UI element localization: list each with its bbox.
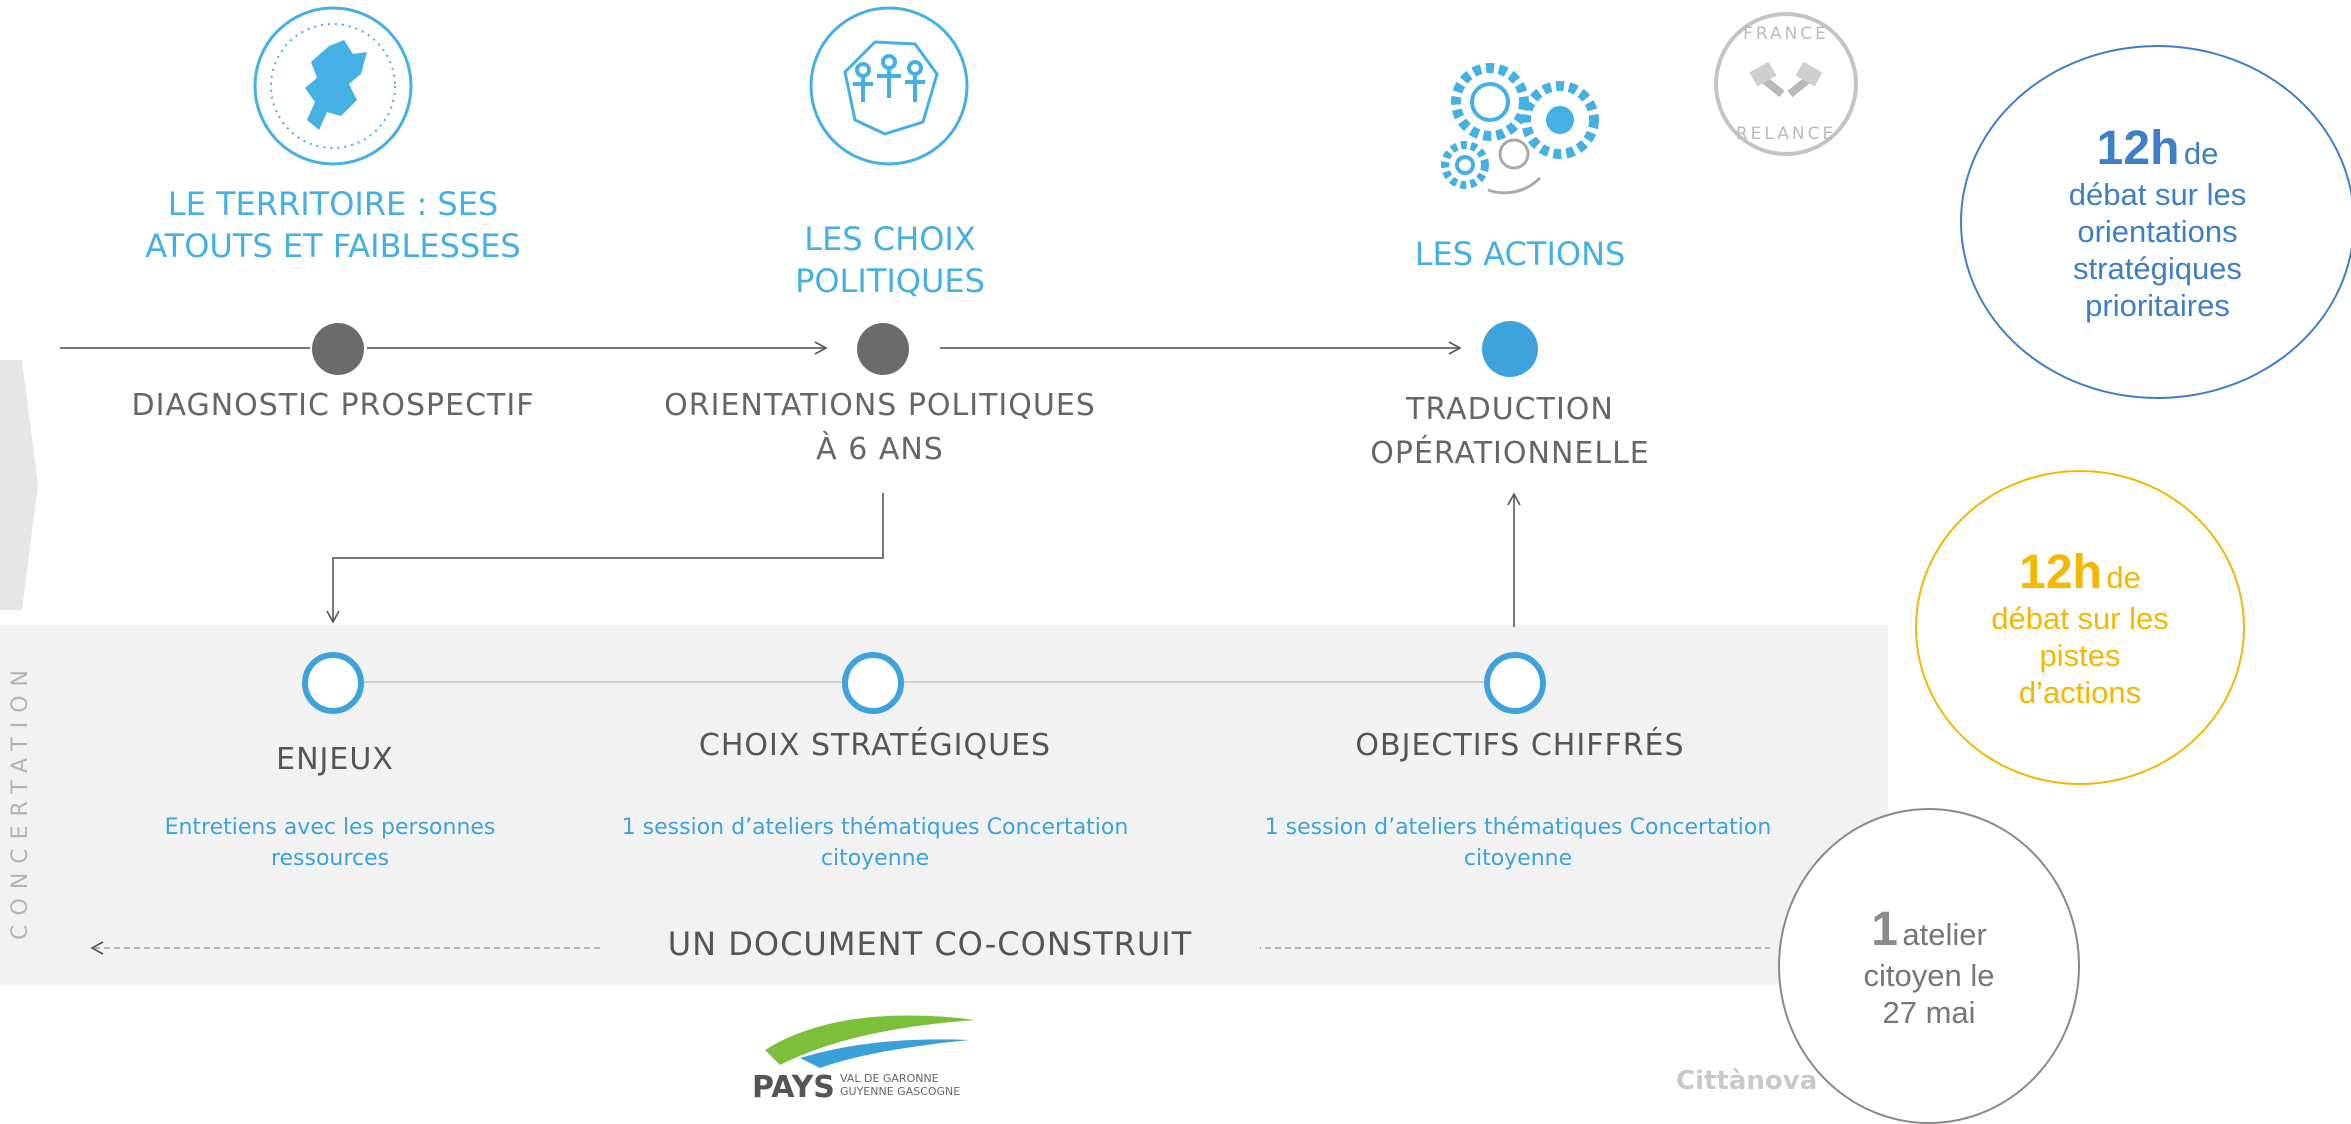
bubble-orientations: 12h de débat sur les orientations straté… [1960,45,2351,399]
people-map-icon [809,6,969,166]
desc-objectifs: 1 session d’ateliers thématiques Concert… [1264,815,1772,871]
bubble-pistes-actions: 12h de débat sur les pistes d’actions [1915,470,2245,785]
node-enjeux [302,652,364,714]
title-territoire: LE TERRITOIRE : SES ATOUTS ET FAIBLESSES [145,185,521,265]
pays-logo-subtitle: VAL DE GARONNE GUYENNE GASCOGNE [840,1072,961,1098]
document-co-construit-label: UN DOCUMENT CO-CONSTRUIT [600,925,1260,963]
desc-enjeux: Entretiens avec les personnes ressources [164,815,496,871]
stage-diagnostic: DIAGNOSTIC PROSPECTIF [131,388,535,423]
bubble-atelier-citoyen: 1 atelier citoyen le 27 mai [1778,808,2080,1124]
node-traduction [1482,321,1538,377]
desc-choix: 1 session d’ateliers thématiques Concert… [621,815,1129,871]
step-objectifs-chiffres: OBJECTIFS CHIFFRÉS [1355,728,1685,763]
title-actions: LES ACTIONS [1414,235,1626,273]
side-chevron [0,360,38,610]
step-choix-strategiques: CHOIX STRATÉGIQUES [698,728,1052,763]
stage-traduction: TRADUCTION OPÉRATIONNELLE [1370,392,1650,471]
territory-map-icon [253,6,413,166]
title-choix-politiques: LES CHOIX POLITIQUES [795,220,985,300]
pays-logo-text: PAYS [752,1070,835,1105]
stage-orientations: ORIENTATIONS POLITIQUES À 6 ANS [664,388,1096,467]
cittanova-logo: Cittànova [1676,1066,1818,1096]
node-objectifs [1484,652,1546,714]
gears-icon [1441,63,1599,195]
node-orientations [857,323,909,375]
step-enjeux: ENJEUX [276,742,394,777]
pays-swoosh-logo [765,1015,975,1068]
node-choix [842,652,904,714]
node-diagnostic [312,323,364,375]
france-relance-logo: FRANCE RELANCE [1712,10,1860,158]
